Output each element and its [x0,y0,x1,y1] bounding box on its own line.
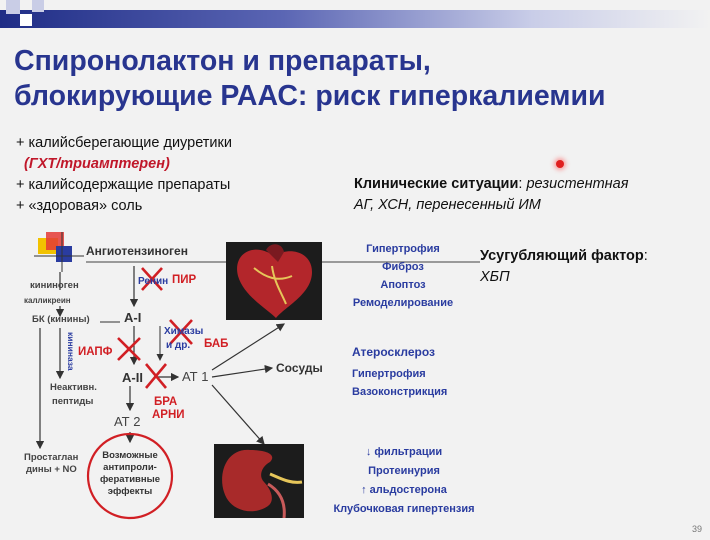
aggravating-factor: Усугубляющий фактор: ХБП [480,246,648,288]
kininogen-label: кининоген [30,280,79,291]
page-number: 39 [691,524,702,534]
kidney-effect-item: ↓ фильтрации [365,446,443,458]
heart-effects-list: Гипертрофия Фиброз Апоптоз Ремоделирован… [340,240,466,312]
at2-receptor-label: АТ 2 [114,414,141,429]
angiotensinogen-label: Ангиотензиноген [86,244,188,258]
risk-bullets: + калийсберегающие диуретики (ГХТ/триамп… [16,133,232,217]
kallikrein-label: калликреин [24,296,71,305]
header-decor-square [6,0,20,14]
angiotensin-2-label: А-II [122,370,143,385]
antiproliferative-effects: Возможные антипроли- феративные эффекты [92,450,168,498]
heart-effect-item: Апоптоз [380,279,426,291]
effects-line: Возможные [102,450,158,461]
vessel-effect-hypertrophy: Гипертрофия [352,368,426,380]
kidney-effect-item: Протеинурия [368,465,440,477]
angiotensin-1-label: А-I [124,310,142,325]
clinical-situations: Клинические ситуации: резистентная АГ, Х… [354,174,628,216]
kidney-illustration [222,449,303,518]
clinical-text-1: резистентная [526,176,629,192]
arni-label: АРНИ [152,409,185,421]
heart-illustration [237,244,312,318]
clinical-colon: : [518,176,527,192]
header-gradient-bar [0,10,710,28]
inactive-peptides-label-1: Неактивн. [50,382,97,393]
heart-image [226,242,322,320]
renin-label: Ренин [138,276,169,287]
factor-text: ХБП [480,269,510,285]
at1-receptor-label: АТ 1 [182,369,209,384]
clinical-text-2: АГ, ХСН, перенесенный ИМ [354,197,541,213]
bk-kinins-label: БК (кинины) [32,314,90,325]
bullet-item: + «здоровая» соль [16,198,143,214]
heart-effect-item: Гипертрофия [366,243,440,255]
kidney-image [214,444,304,518]
chymases-label-2: и др. [166,340,191,351]
bullet-item: (ГХТ/триамптерен) [24,156,170,172]
bullet-item: + калийсодержащие препараты [16,177,231,193]
kidney-effect-item: ↑ альдостерона [361,484,447,496]
effects-line: феративные [99,474,161,485]
pir-label: ПИР [172,274,197,286]
bullet-item: + калийсберегающие диуретики [16,135,232,151]
kidney-effect-item: Клубочковая гипертензия [333,503,475,515]
bab-label: БАБ [204,338,229,350]
heart-effect-item: Фиброз [382,261,424,273]
effects-line: антипроли- [103,462,157,473]
header-decor-square [32,0,44,12]
title-line-2: блокирующие РААС: риск гиперкалиемии [14,80,606,112]
page-title: Спиронолактон и препараты, блокирующие Р… [14,44,704,114]
iapf-label: ИАПФ [78,346,113,358]
inactive-peptides-label-2: пептиды [52,396,94,407]
vessels-label: Сосуды [276,361,323,375]
vessel-effect-atherosclerosis: Атеросклероз [352,345,435,359]
kininase-label: кининаза [66,332,76,371]
factor-label: Усугубляющий фактор [480,248,644,264]
factor-colon: : [643,248,648,264]
bra-label: БРА [154,396,178,408]
pointer-dot [556,160,564,168]
prostaglandins-label-2: дины + NO [26,464,77,475]
vessel-effect-vasoconstriction: Вазоконстрикция [352,386,448,398]
chymases-label-1: Химазы [164,326,204,337]
clinical-label: Клинические ситуации [354,176,519,192]
kidney-effects-list: ↓ фильтрации Протеинурия ↑ альдостерона … [314,443,494,519]
heart-effect-item: Ремоделирование [352,297,454,309]
title-line-1: Спиронолактон и препараты, [14,45,431,77]
header-decor-square [20,14,32,26]
effects-line: эффекты [107,486,153,497]
prostaglandins-label-1: Простаглан [24,452,79,463]
